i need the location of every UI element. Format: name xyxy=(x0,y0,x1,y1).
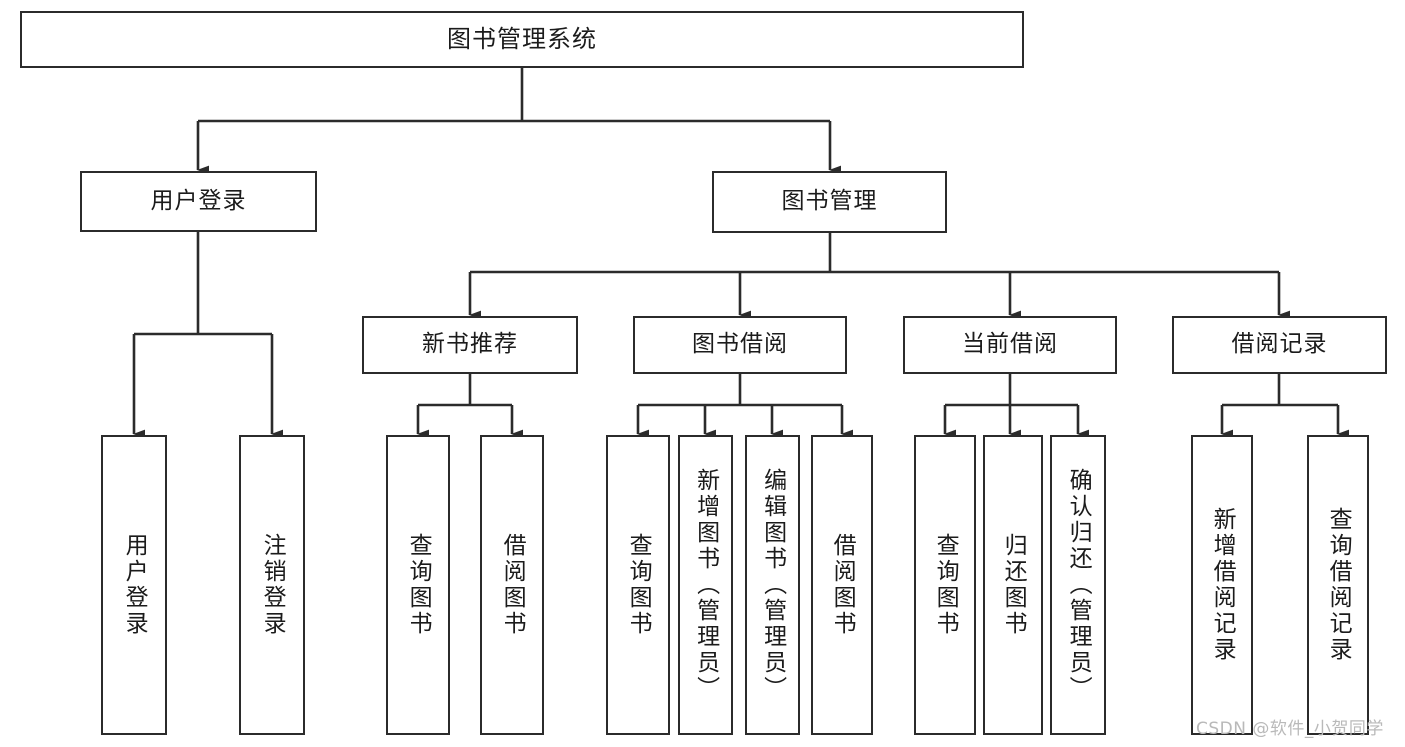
leaf-query-book-borrow-label: 查询图书 xyxy=(625,533,652,637)
node-book-borrow-label: 图书借阅 xyxy=(692,331,788,358)
leaf-query-borrow-record-label: 查询借阅记录 xyxy=(1325,507,1352,663)
leaf-return-book[interactable]: 归还图书 xyxy=(983,435,1043,735)
leaf-query-book-recommend-label: 查询图书 xyxy=(405,533,432,637)
leaf-query-book-borrow[interactable]: 查询图书 xyxy=(606,435,670,735)
leaf-query-book-current[interactable]: 查询图书 xyxy=(914,435,976,735)
node-root[interactable]: 图书管理系统 xyxy=(20,11,1024,68)
leaf-add-book-admin[interactable]: 新增图书（管理员） xyxy=(678,435,733,735)
node-user-login[interactable]: 用户登录 xyxy=(80,171,317,232)
leaf-borrow-book-recommend[interactable]: 借阅图书 xyxy=(480,435,544,735)
leaf-add-borrow-record[interactable]: 新增借阅记录 xyxy=(1191,435,1253,735)
leaf-query-book-current-label: 查询图书 xyxy=(932,533,959,637)
node-root-label: 图书管理系统 xyxy=(447,25,597,54)
leaf-user-login[interactable]: 用户登录 xyxy=(101,435,167,735)
node-user-login-label: 用户登录 xyxy=(150,187,247,214)
leaf-borrow-book-label: 借阅图书 xyxy=(829,533,856,637)
node-borrow-records[interactable]: 借阅记录 xyxy=(1172,316,1387,374)
leaf-user-login-label: 用户登录 xyxy=(121,533,148,637)
csdn-watermark: CSDN @软件_小贺同学 xyxy=(1196,719,1384,739)
leaf-borrow-book[interactable]: 借阅图书 xyxy=(811,435,873,735)
leaf-user-logout-label: 注销登录 xyxy=(259,533,286,637)
leaf-user-logout[interactable]: 注销登录 xyxy=(239,435,305,735)
node-borrow-records-label: 借阅记录 xyxy=(1231,331,1328,358)
node-book-management[interactable]: 图书管理 xyxy=(712,171,947,233)
node-new-book-recommend[interactable]: 新书推荐 xyxy=(362,316,578,374)
leaf-return-book-label: 归还图书 xyxy=(1000,533,1027,637)
leaf-query-borrow-record[interactable]: 查询借阅记录 xyxy=(1307,435,1369,735)
leaf-edit-book-admin[interactable]: 编辑图书（管理员） xyxy=(745,435,800,735)
leaf-add-book-admin-label: 新增图书（管理员） xyxy=(692,468,719,702)
node-new-book-recommend-label: 新书推荐 xyxy=(422,331,518,358)
leaf-query-book-recommend[interactable]: 查询图书 xyxy=(386,435,450,735)
leaf-add-borrow-record-label: 新增借阅记录 xyxy=(1209,507,1236,663)
node-book-borrow[interactable]: 图书借阅 xyxy=(633,316,847,374)
leaf-confirm-return-admin-label: 确认归还（管理员） xyxy=(1065,468,1092,702)
node-current-borrow-label: 当前借阅 xyxy=(962,331,1058,358)
leaf-confirm-return-admin[interactable]: 确认归还（管理员） xyxy=(1050,435,1106,735)
node-current-borrow[interactable]: 当前借阅 xyxy=(903,316,1117,374)
node-book-management-label: 图书管理 xyxy=(781,188,878,215)
leaf-borrow-book-recommend-label: 借阅图书 xyxy=(499,533,526,637)
leaf-edit-book-admin-label: 编辑图书（管理员） xyxy=(759,468,786,702)
